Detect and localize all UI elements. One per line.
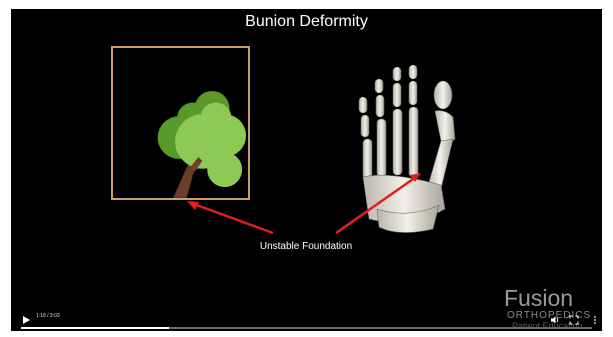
progress-bar-fill (21, 327, 169, 329)
arrow-to-tree (191, 203, 273, 233)
tree-illustration (113, 48, 248, 198)
volume-icon[interactable] (550, 312, 560, 322)
slide-title: Bunion Deformity (11, 13, 602, 31)
foot-skeleton-illustration (349, 59, 473, 234)
play-icon[interactable] (21, 312, 31, 322)
tree-leaf-light-3 (207, 152, 242, 187)
player-controls: 1:18 / 3:03 (11, 305, 602, 331)
fullscreen-icon[interactable] (569, 312, 579, 322)
playback-time: 1:18 / 3:03 (36, 313, 60, 319)
progress-bar[interactable] (21, 327, 592, 329)
more-options-icon[interactable] (590, 312, 600, 322)
slide-caption: Unstable Foundation (241, 241, 371, 252)
tree-leaf-light-4 (200, 103, 231, 134)
video-player[interactable]: Bunion Deformity (11, 9, 602, 331)
tree-illustration-box (111, 46, 250, 200)
annotation-arrows (11, 9, 602, 331)
arrow-to-tree-head (187, 201, 199, 210)
